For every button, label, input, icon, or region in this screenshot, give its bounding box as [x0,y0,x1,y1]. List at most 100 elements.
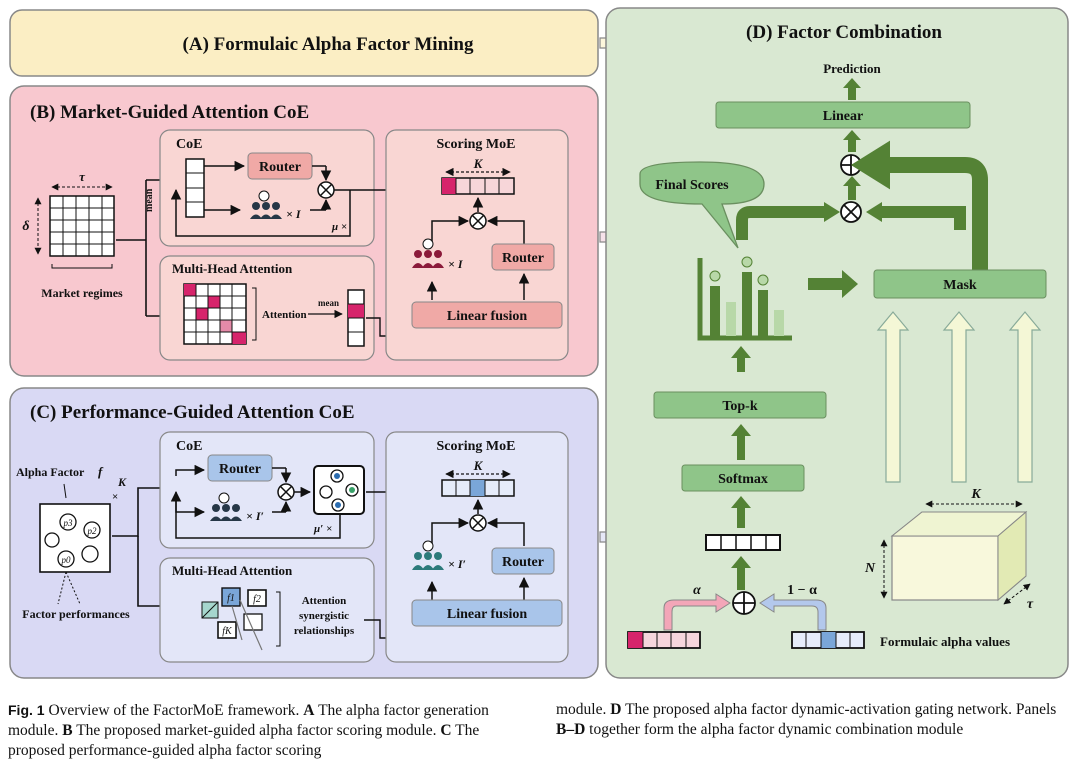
topk-box [653,391,827,419]
fk-square [217,621,237,639]
times-i2-c: × I′ [448,557,466,571]
alpha-arrow [663,593,731,631]
linear-box [715,101,971,129]
cube-tau-label: τ [1027,597,1034,612]
f1-label: f1 [227,593,235,604]
framework-diagram: (A) Formulaic Alpha Factor Mining (B) Ma… [9,7,1069,679]
times-i2-b: × I [448,257,464,271]
figure-label: Fig. 1 [8,702,45,718]
caption-text-5: module. [556,701,607,718]
market-regimes-label: Market regimes [41,286,123,300]
attention-text-c-1: Attention [302,595,347,607]
arrow-to-prediction [843,78,861,100]
tau-label: τ [79,169,86,184]
panel-b-title: (B) Market-Guided Attention CoE [30,102,309,123]
mask-label: Mask [943,278,977,293]
attention-text-c-3: relationships [294,625,355,637]
attention-matrix-b [183,283,247,345]
market-regimes-grid [49,195,115,257]
scoring-title-c: Scoring MoE [437,439,516,454]
experts-icon-c [210,492,242,521]
fk-label: fK [222,626,233,637]
linear-fusion-c-label: Linear fusion [447,607,527,622]
caption-right-column: module. D The proposed alpha factor dyna… [556,700,1074,740]
p2-label: p2 [87,526,98,536]
linear-fusion-b-label: Linear fusion [447,309,527,324]
panel-c-title: (C) Performance-Guided Attention CoE [30,402,355,423]
mu-times-c: μ′ × [313,523,332,535]
caption-d: D [610,701,622,718]
caption-a: A [303,702,315,719]
caption-text-2: The alpha factor generation module. [8,702,489,739]
mean2-label-b: mean [318,298,339,308]
scores-to-multiply-arrow [736,206,824,240]
mha-title-b: Multi-Head Attention [172,261,293,276]
caption-left-column: Fig. 1 Overview of the FactorMoE framewo… [8,700,526,761]
mean-label-b: mean [144,188,155,212]
mu-times-b: μ × [331,221,347,233]
linear-fusion-c [411,599,563,627]
router-b2 [491,243,555,271]
caption-text-1: Overview of the FactorMoE framework. [48,702,300,719]
bars-to-mask-arrow [808,270,858,298]
softmax-box [681,464,805,492]
hollow-arrow-2 [942,311,976,483]
selected-factors-box [313,465,365,515]
times-i-c: × I′ [246,509,264,523]
mha-box-c [159,557,375,663]
mha-title-c: Multi-Head Attention [172,563,293,578]
final-scores-label: Final Scores [655,178,729,193]
formulaic-alpha-values-label: Formulaic alpha values [880,634,1010,649]
scores-bar-icon [697,256,792,341]
attention-text-c-2: synergistic [299,610,349,622]
coe-box-b [159,129,375,247]
cube-n-label: N [864,561,876,576]
hollow-arrow-3 [1008,311,1042,483]
f2-square [247,589,267,607]
alpha-factor-label: Alpha Factor [16,465,85,479]
panel-a-title: (A) Formulaic Alpha Factor Mining [183,34,474,55]
k-label-b: K [473,156,484,171]
caption-text-3: The proposed market-guided alpha factor … [76,722,437,739]
prediction-label: Prediction [823,61,881,76]
panel-a [9,9,599,77]
p0-label: p0 [61,555,72,565]
attention-label-b: Attention [262,309,307,321]
experts-icon-c2 [412,540,444,570]
times-sign-c: × [112,491,118,503]
caption-text-7: together form the alpha factor dynamic c… [589,721,964,738]
factor-performances-label: Factor performances [22,607,130,621]
coe-title-c: CoE [176,439,202,454]
caption-c: C [440,722,452,739]
score-vector-c [441,479,515,497]
mask-box [873,269,1047,299]
linear-fusion-b [411,301,563,329]
softmax-label: Softmax [718,472,768,487]
one-minus-alpha-label: 1 − α [787,583,817,598]
hollow-arrow-1 [876,311,910,483]
coe-vector-b [185,158,205,218]
router-c2-label: Router [502,555,544,570]
caption-bd: B–D [556,721,586,738]
caption-b: B [62,722,73,739]
caption-text-4: The proposed performance-guided alpha fa… [8,722,480,759]
router-c-label: Router [219,462,261,477]
final-scores-bubble [639,161,765,249]
caption-text-6: The proposed alpha factor dynamic-activa… [625,701,1057,718]
router-b2-label: Router [502,251,544,266]
times-i-b: × I [286,207,302,221]
mha-vector-b [347,289,365,347]
coe-title-b: CoE [176,137,202,152]
beta-input-vector [791,631,865,649]
alpha-factor-f: f [98,464,104,479]
f1-square [221,587,241,607]
k-times-c: K [117,475,127,489]
figure-caption: Fig. 1 Overview of the FactorMoE framewo… [8,700,1074,766]
router-c2 [491,547,555,575]
experts-icon-b [250,190,282,219]
k-label-c: K [473,458,484,473]
panel-d-title: (D) Factor Combination [746,22,942,43]
linear-label: Linear [823,109,863,124]
alpha-values-cube [890,510,1028,602]
score-vector-b [441,177,515,195]
